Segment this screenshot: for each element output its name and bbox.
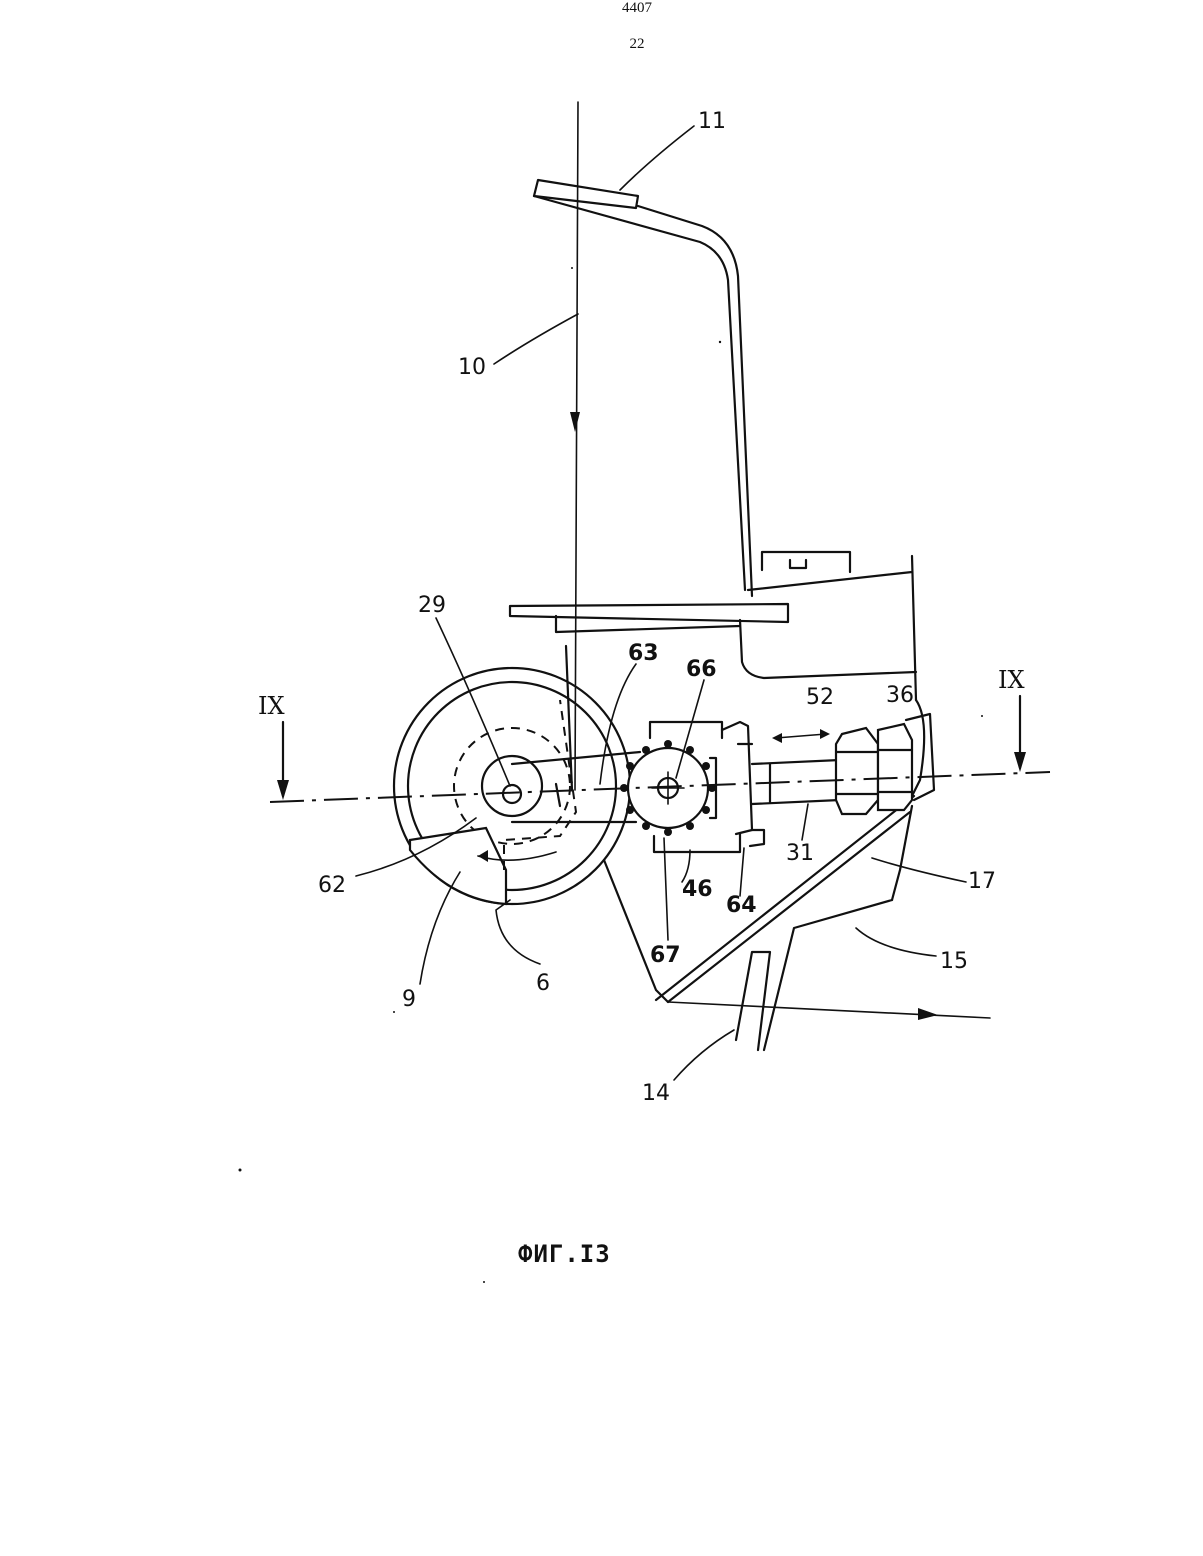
- thread-line-out: [668, 1002, 990, 1018]
- label-11: 11: [698, 109, 726, 134]
- label-64: 64: [726, 893, 757, 918]
- label-15: 15: [940, 949, 968, 974]
- label-66: 66: [686, 657, 717, 682]
- label-29: 29: [418, 593, 446, 618]
- nuts-36: [836, 714, 934, 814]
- figure-caption: ФИГ.I3: [518, 1240, 611, 1268]
- disc-9: [394, 668, 630, 904]
- section-mark-left: IX: [258, 692, 285, 720]
- label-14: 14: [642, 1081, 670, 1106]
- label-9: 9: [402, 987, 416, 1012]
- label-67: 67: [650, 943, 681, 968]
- label-46: 46: [682, 877, 713, 902]
- label-63: 63: [628, 641, 659, 666]
- label-31: 31: [786, 841, 814, 866]
- double-arrow-52: [772, 729, 830, 743]
- label-10: 10: [458, 355, 486, 380]
- section-arrow-left: [277, 722, 289, 800]
- label-52: 52: [806, 685, 834, 710]
- label-6: 6: [536, 971, 550, 996]
- thread-arrow-right: [918, 1008, 938, 1020]
- base-plate: [510, 604, 788, 632]
- label-62: 62: [318, 873, 346, 898]
- thread-arrow-down: [570, 412, 580, 432]
- label-36: 36: [886, 683, 914, 708]
- label-17: 17: [968, 869, 996, 894]
- section-mark-right: IX: [998, 666, 1025, 694]
- bracket-11: [534, 180, 752, 596]
- leader-lines: [356, 126, 966, 1080]
- section-arrow-right: [1014, 696, 1026, 772]
